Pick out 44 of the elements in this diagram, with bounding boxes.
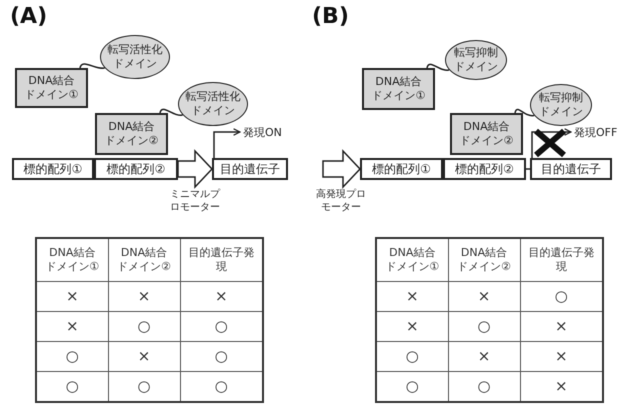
expression-arrow	[213, 128, 241, 158]
table-cell: ×	[108, 282, 180, 312]
panel-title: (B)	[312, 4, 349, 29]
linker-line	[159, 108, 183, 116]
table-cell: ○	[36, 342, 108, 372]
column-header: DNA結合ドメイン②	[108, 238, 180, 282]
linker-line	[514, 108, 534, 116]
sequence-box: 標的配列②	[94, 158, 178, 180]
table-cell: ×	[448, 282, 520, 312]
table-cell: ○	[448, 312, 520, 342]
sequence-box: 目的遺伝子	[212, 158, 288, 180]
table-cell: ×	[36, 282, 108, 312]
sequence-box: 標的配列②	[443, 158, 526, 180]
table-cell: ○	[108, 312, 180, 342]
column-header: DNA結合ドメイン①	[376, 238, 448, 282]
promoter-label: 高発現プロモーター	[315, 188, 367, 214]
domain-ellipse: 転写活性化ドメイン	[100, 35, 170, 79]
table-cell: ×	[36, 312, 108, 342]
domain-box: DNA結合ドメイン②	[450, 113, 523, 155]
domain-box: DNA結合ドメイン②	[95, 113, 168, 155]
sequence-box: 標的配列①	[360, 158, 443, 180]
connector-line	[526, 168, 530, 170]
panel-title: (A)	[10, 4, 48, 29]
promoter-arrow	[177, 149, 214, 189]
linker-line	[79, 63, 105, 69]
domain-box: DNA結合ドメイン①	[362, 68, 435, 110]
table-cell: ×	[376, 312, 448, 342]
promoter-label: ミニマルプロモーター	[170, 188, 220, 214]
linker-line	[426, 64, 450, 71]
sequence-box: 標的配列①	[12, 158, 94, 180]
table-cell: ○	[376, 342, 448, 372]
domain-ellipse: 転写抑制ドメイン	[445, 40, 507, 80]
expression-label: 発現OFF	[574, 123, 625, 141]
domain-ellipse: 転写抑制ドメイン	[530, 84, 592, 126]
domain-ellipse: 転写活性化ドメイン	[178, 82, 248, 126]
table-cell: ×	[448, 342, 520, 372]
table-cell: ×	[376, 282, 448, 312]
expression-label: 発現ON	[243, 123, 299, 141]
sequence-box: 目的遺伝子	[530, 158, 612, 180]
domain-box: DNA結合ドメイン①	[15, 68, 88, 108]
column-header: DNA結合ドメイン②	[448, 238, 520, 282]
promoter-arrow	[322, 149, 362, 189]
column-header: DNA結合ドメイン①	[36, 238, 108, 282]
table-cell: ×	[108, 342, 180, 372]
